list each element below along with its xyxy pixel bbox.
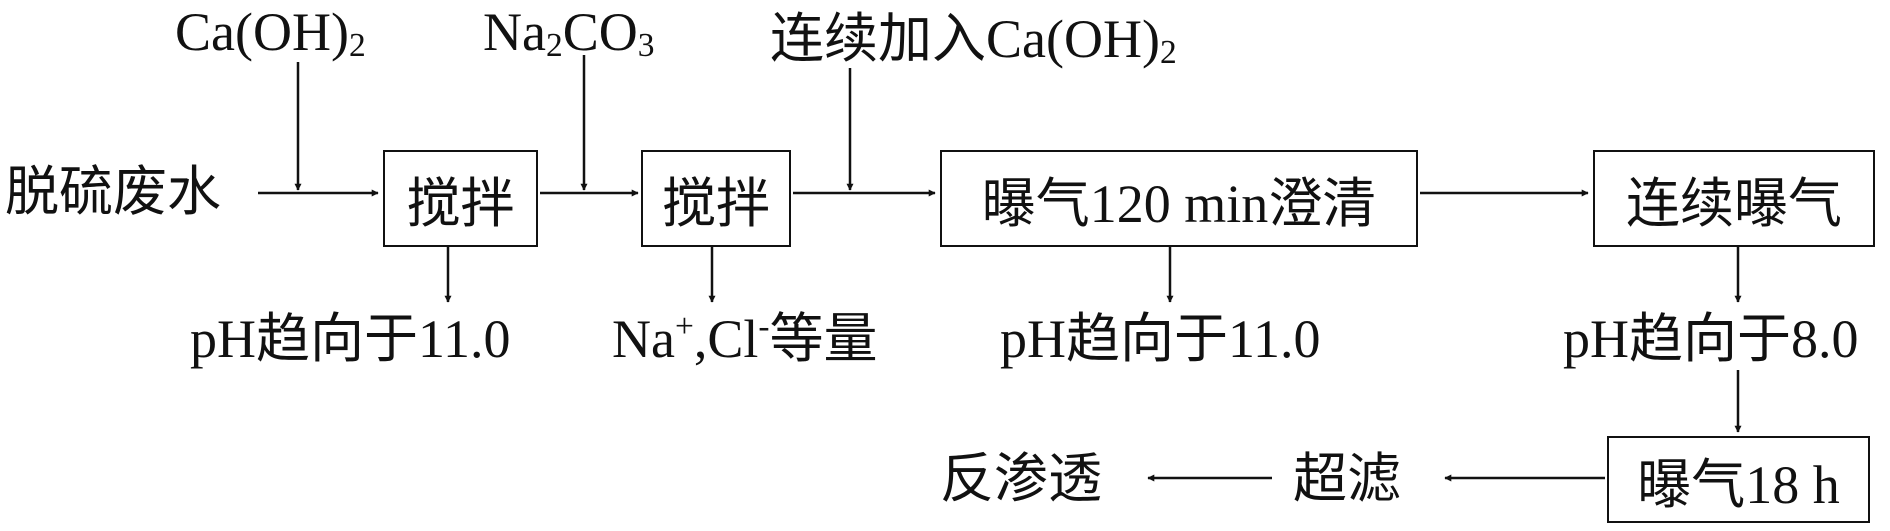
aerate-ph-label: pH趋向于11.0 <box>1000 309 1321 369</box>
reverse-osmosis-label: 反渗透 <box>940 449 1102 509</box>
aerate-clarify-box: 曝气120 min澄清 <box>940 150 1418 247</box>
stir1-box: 搅拌 <box>383 150 538 247</box>
stir1-ph-label: pH趋向于11.0 <box>190 309 511 369</box>
aerate-18h-box: 曝气18 h <box>1607 436 1870 523</box>
ions-label: Na+,Cl-等量 <box>612 307 878 369</box>
na2co3-label: Na2CO3 <box>483 2 655 65</box>
wastewater-label: 脱硫废水 <box>5 162 221 222</box>
stir2-box: 搅拌 <box>641 150 791 247</box>
continuous-ph-label: pH趋向于8.0 <box>1563 309 1859 369</box>
caoh2-label: Ca(OH)2 <box>175 2 366 65</box>
continuous-aerate-box: 连续曝气 <box>1593 150 1875 247</box>
ultrafiltration-label: 超滤 <box>1293 449 1401 509</box>
continuous-caoh2-label: 连续加入Ca(OH)2 <box>770 9 1177 72</box>
